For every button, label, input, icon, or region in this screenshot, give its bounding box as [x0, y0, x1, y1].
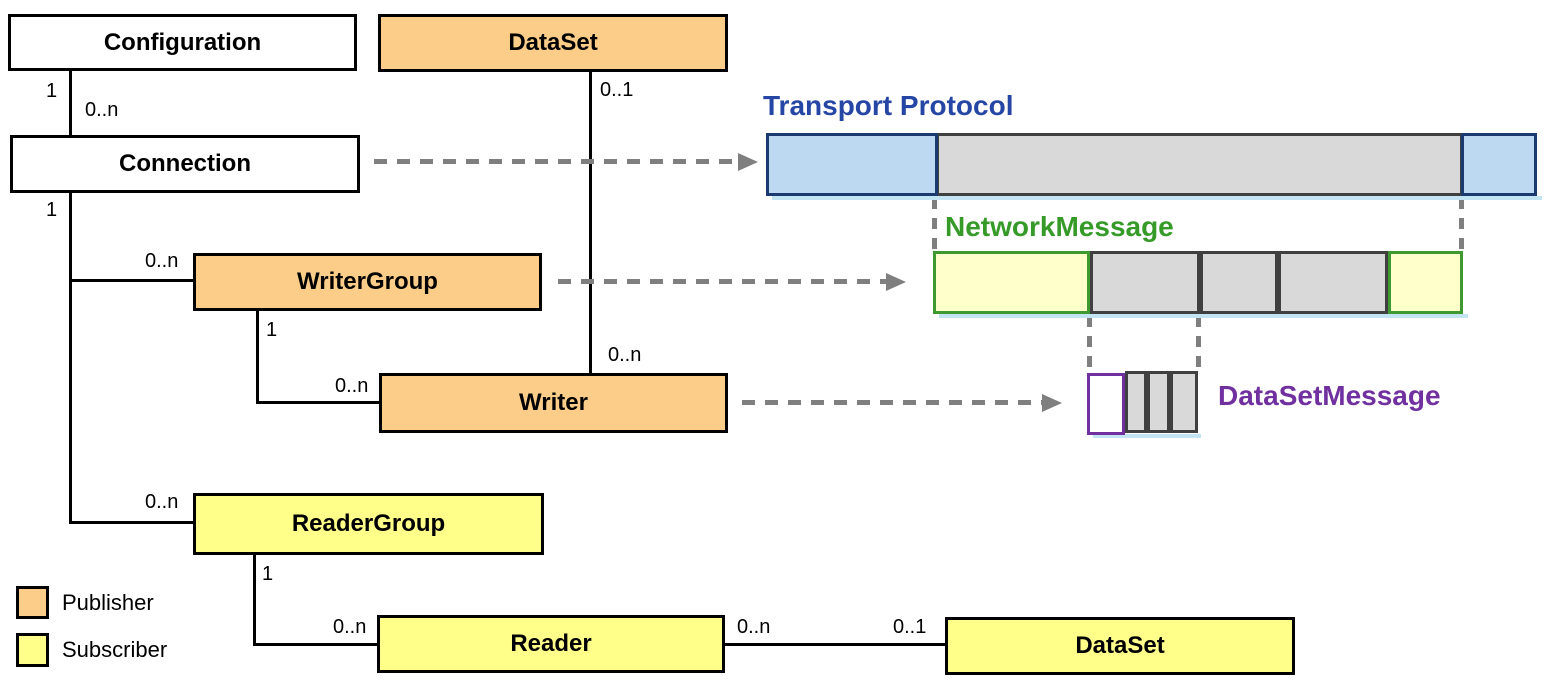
node-writer-label: Writer: [519, 389, 588, 416]
cardinality-dataset-01: 0..1: [600, 79, 634, 101]
dataset-message-field-3: [1170, 371, 1198, 433]
network-payload-segment-2: [1200, 251, 1278, 314]
transport-payload-segment: [936, 133, 1463, 196]
edge-configuration-connection: [69, 71, 72, 135]
cardinality-reader-0n: 0..n: [333, 616, 367, 638]
edge-readergroup-reader: [253, 643, 377, 646]
transport-header-segment: [766, 133, 938, 196]
cardinality-connection-0n: 0..n: [85, 99, 119, 121]
edge-writergroup-writer: [256, 401, 379, 404]
cardinality-reader-dataset-0n: 0..n: [737, 616, 771, 638]
node-writer-group: WriterGroup: [193, 253, 542, 311]
edge-connection-writergroup: [69, 279, 193, 282]
cardinality-readergroup-1: 1: [262, 563, 274, 585]
arrowhead-transport-icon: [738, 153, 758, 171]
network-payload-segment-3: [1278, 251, 1388, 314]
dashed-link-network-datasetmsg-left: [1087, 316, 1092, 371]
edge-dataset-writer: [589, 72, 592, 373]
node-reader-group: ReaderGroup: [193, 493, 544, 555]
cardinality-connection-1: 1: [46, 199, 58, 221]
edge-writergroup-trunk: [256, 311, 259, 404]
legend-publisher-label: Publisher: [62, 590, 154, 615]
cardinality-writergroup-1: 1: [266, 319, 278, 341]
cardinality-writergroup-0n: 0..n: [145, 250, 179, 272]
dataset-message-title: DataSetMessage: [1218, 380, 1441, 411]
arrowhead-networkmessage-icon: [886, 273, 906, 291]
cardinality-readergroup-0n: 0..n: [145, 491, 179, 513]
network-bar-shadow: [939, 314, 1468, 318]
dataset-message-shadow: [1093, 434, 1201, 438]
node-writer-group-label: WriterGroup: [297, 268, 438, 295]
node-connection: Connection: [10, 135, 360, 193]
cardinality-writer-0n: 0..n: [335, 375, 369, 397]
node-dataset-subscriber-label: DataSet: [1075, 632, 1165, 659]
edge-connection-readergroup: [69, 521, 193, 524]
cardinality-configuration-1: 1: [46, 80, 58, 102]
mapping-arrow-writer-datasetmessage: [742, 400, 1042, 405]
cardinality-writer-dataset-0n: 0..n: [608, 344, 642, 366]
legend-publisher-swatch: [16, 586, 49, 619]
mapping-arrow-connection-transport: [374, 159, 738, 164]
edge-reader-dataset: [725, 643, 945, 646]
transport-bar-shadow: [772, 196, 1542, 200]
node-dataset-subscriber: DataSet: [945, 617, 1295, 675]
dashed-link-network-datasetmsg-right: [1196, 316, 1201, 371]
dataset-message-field-2: [1147, 371, 1170, 433]
network-trailer-segment: [1388, 251, 1463, 314]
arrowhead-datasetmessage-icon: [1042, 394, 1062, 412]
dataset-message-field-1: [1125, 371, 1147, 433]
node-reader-group-label: ReaderGroup: [291, 510, 446, 537]
network-payload-segment-1: [1090, 251, 1200, 314]
network-message-title: NetworkMessage: [945, 211, 1174, 242]
dataset-message-header-segment: [1087, 373, 1125, 435]
cardinality-reader-dataset-01: 0..1: [893, 616, 927, 638]
legend-subscriber-label: Subscriber: [62, 637, 168, 662]
node-reader: Reader: [377, 615, 725, 673]
node-connection-label: Connection: [119, 150, 251, 177]
edge-readergroup-trunk: [253, 555, 256, 646]
dashed-link-transport-network-right: [1459, 198, 1464, 251]
node-reader-label: Reader: [510, 630, 592, 657]
network-header-segment: [933, 251, 1090, 314]
node-dataset-publisher-label: DataSet: [508, 29, 598, 56]
transport-trailer-segment: [1461, 133, 1537, 196]
node-writer: Writer: [379, 373, 728, 433]
node-configuration: Configuration: [8, 14, 357, 71]
edge-connection-trunk: [69, 193, 72, 524]
node-configuration-label: Configuration: [103, 28, 262, 56]
dashed-link-transport-network-left: [932, 198, 937, 251]
transport-protocol-title: Transport Protocol: [763, 90, 1014, 121]
mapping-arrow-writergroup-networkmessage: [558, 279, 886, 284]
legend-subscriber-swatch: [16, 633, 49, 667]
node-dataset-publisher: DataSet: [378, 14, 728, 72]
